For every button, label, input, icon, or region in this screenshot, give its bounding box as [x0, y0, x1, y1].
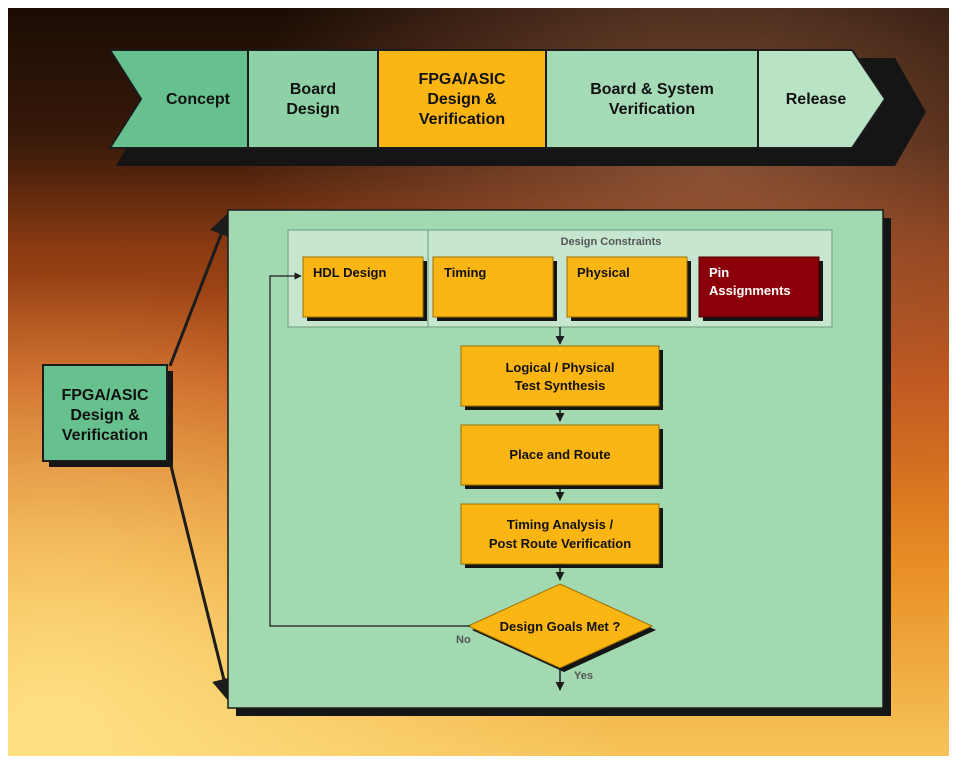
yes-label: Yes — [574, 670, 593, 682]
timing-label: Timing — [444, 265, 486, 280]
stage-fpga-label-3: Verification — [419, 111, 505, 128]
stage-board-design-label-1: Board — [290, 81, 336, 98]
decision-label: Design Goals Met ? — [500, 619, 621, 634]
stage-fpga-label-2: Design & — [427, 91, 497, 108]
stage-fpga-asic[interactable] — [377, 49, 547, 149]
timing-analysis-label-2: Post Route Verification — [489, 536, 631, 551]
synthesis-label-1: Logical / Physical — [505, 360, 614, 375]
hdl-design-label: HDL Design — [313, 265, 386, 280]
physical-box[interactable] — [566, 256, 688, 318]
connector-arrow-bottom — [168, 461, 236, 703]
stage-bsv-label-1: Board & System — [590, 81, 714, 98]
no-label: No — [456, 634, 471, 646]
left-label-line-3: Verification — [62, 427, 148, 444]
connector-arrow-top — [168, 211, 233, 367]
pin-assignments-label-1: Pin — [709, 265, 729, 280]
place-route-box[interactable] — [460, 424, 660, 486]
timing-analysis-label-1: Timing Analysis / — [507, 517, 614, 532]
left-label-line-2: Design & — [70, 407, 140, 424]
hdl-design-box[interactable] — [302, 256, 424, 318]
physical-label: Physical — [577, 265, 630, 280]
place-route-label: Place and Route — [509, 447, 610, 462]
process-bar: Concept Board Design FPGA/ASIC Design & … — [108, 49, 926, 166]
stage-release-label: Release — [786, 91, 847, 108]
stage-release[interactable] — [757, 49, 887, 149]
flow-panel: Design Constraints HDL Design Timing Phy… — [227, 209, 891, 716]
no-loop-arrow — [269, 272, 470, 627]
synthesis-label-2: Test Synthesis — [515, 378, 606, 393]
left-label-line-1: FPGA/ASIC — [61, 387, 149, 404]
timing-box[interactable] — [432, 256, 554, 318]
stage-bsv-label-2: Verification — [609, 101, 695, 118]
stage-board-design-label-2: Design — [286, 101, 339, 118]
pin-assignments-label-2: Assignments — [709, 283, 791, 298]
stage-fpga-label-1: FPGA/ASIC — [418, 71, 506, 88]
stage-concept-label: Concept — [166, 91, 231, 108]
stage-board-system-verification[interactable] — [545, 49, 759, 149]
timing-analysis-box[interactable] — [460, 503, 660, 565]
left-label-box: FPGA/ASIC Design & Verification — [42, 364, 173, 467]
constraints-title: Design Constraints — [561, 236, 662, 248]
stage-concept[interactable] — [108, 49, 249, 149]
stage-board-design[interactable] — [247, 49, 379, 149]
pin-assignments-box[interactable] — [698, 256, 820, 318]
synthesis-box[interactable] — [460, 345, 660, 407]
